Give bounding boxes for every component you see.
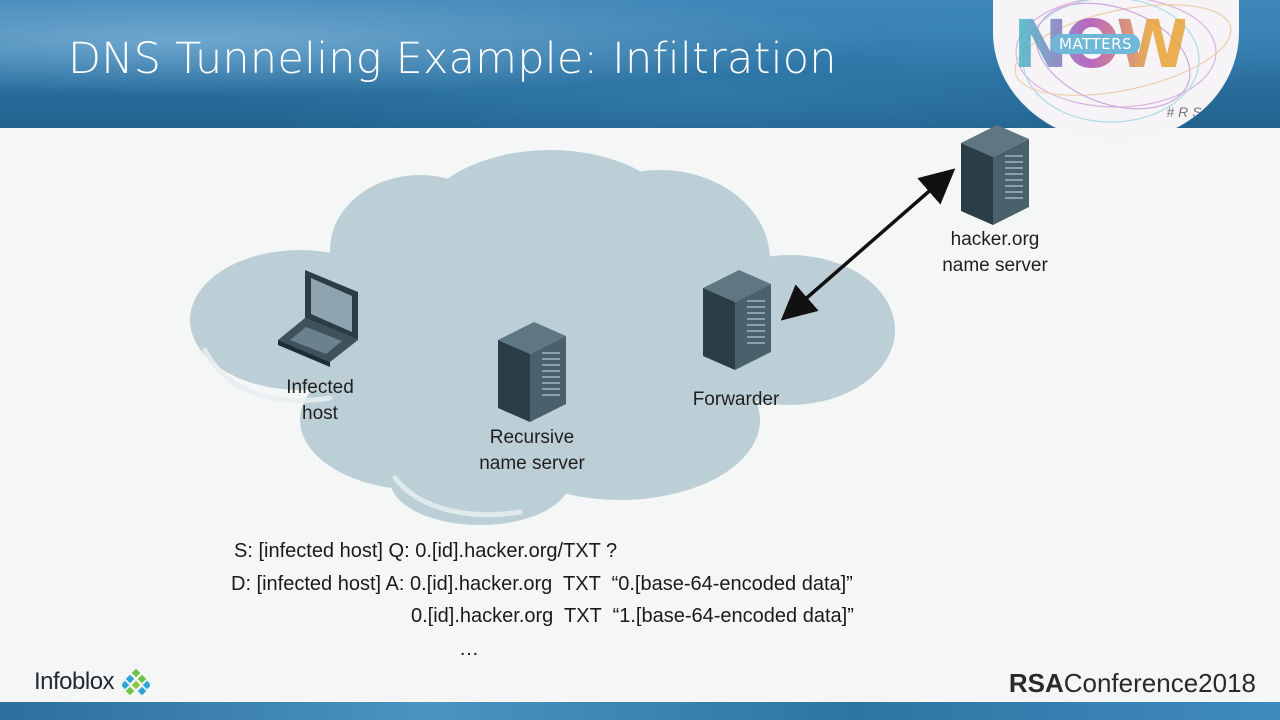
- infoblox-diamond-icon: [120, 668, 152, 696]
- recursive-server-label-line2: name server: [479, 453, 585, 474]
- rsac-now-matters-logo: NOW MATTERS #RSAC: [993, 0, 1239, 142]
- infoblox-wordmark: Infoblox: [34, 668, 115, 695]
- slide-title: DNS Tunneling Example: Infiltration: [68, 34, 837, 84]
- infected-host-label: Infected host: [270, 375, 370, 427]
- dns-ellipsis: …: [459, 638, 479, 660]
- recursive-server-label: Recursive name server: [462, 425, 602, 477]
- recursive-server-label-line1: Recursive: [489, 427, 575, 448]
- conference-wordmark: Conference2018: [1063, 668, 1256, 698]
- cloud-highlight: [202, 347, 523, 518]
- hacker-server-label-line2: name server: [942, 255, 1048, 276]
- recursive-server-icon: [498, 322, 566, 422]
- hacker-server-icon: [961, 125, 1029, 225]
- rsac-hashtag: #RSAC: [1166, 104, 1233, 120]
- matters-label: MATTERS: [1051, 34, 1141, 54]
- bidirectional-arrow: [780, 168, 956, 321]
- swirl-decoration: [1014, 0, 1232, 123]
- dns-query-line: S: [infected host] Q: 0.[id].hacker.org/…: [234, 540, 618, 562]
- infected-host-label-line2: host: [302, 403, 338, 424]
- hacker-server-label: hacker.org name server: [925, 227, 1065, 279]
- footer-banner: [0, 702, 1280, 720]
- rsa-conference-logo: RSAConference2018: [1009, 668, 1256, 699]
- forwarder-label-line1: Forwarder: [692, 389, 780, 410]
- infected-host-label-line1: Infected: [286, 377, 354, 398]
- forwarder-server-icon: [703, 270, 771, 370]
- hacker-server-label-line1: hacker.org: [950, 229, 1040, 250]
- rsa-wordmark: RSA: [1008, 668, 1064, 698]
- infoblox-logo: Infoblox: [34, 668, 152, 696]
- forwarder-label: Forwarder: [676, 387, 796, 413]
- dns-answer-line-1: D: [infected host] A: 0.[id].hacker.org …: [231, 573, 853, 595]
- laptop-icon: [278, 270, 358, 367]
- dns-answer-line-2: 0.[id].hacker.org TXT “1.[base-64-encode…: [411, 605, 854, 627]
